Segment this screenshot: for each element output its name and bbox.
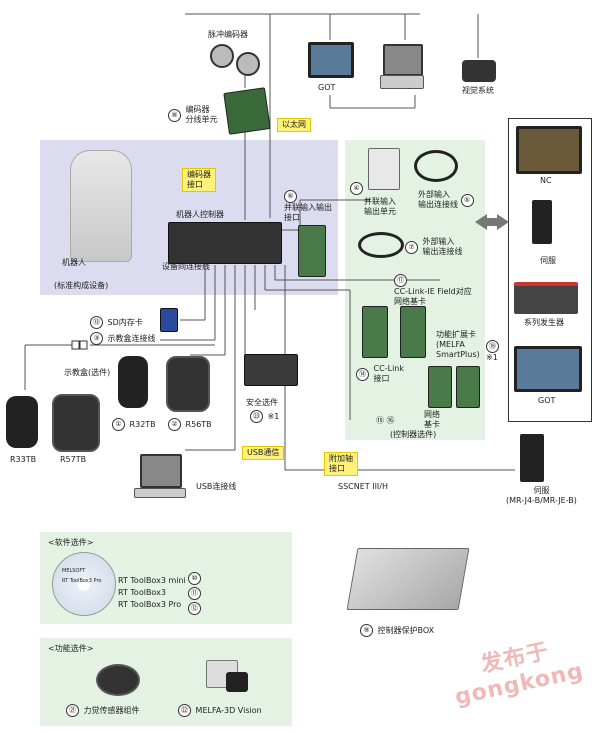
controller-box-label: ⑨ 控制器保护BOX [360,624,434,637]
nc-label: NC [540,176,552,185]
servo-right-label: 伺服 [540,256,556,265]
ctrl-opt-label: (控制器选件) [390,430,437,439]
ext-io-unit-label: ④ [350,182,365,195]
r32tb-device [118,356,148,408]
usb-cable-label: USB连接线 [196,482,237,491]
servo-bottom-label: 伺服 (MR-J4-B/MR-JE-B) [506,486,577,505]
ctrl-opt-nums-label: ⑮ ⑯ [376,416,395,425]
sw1-label: RT ToolBox3 mini [118,576,186,585]
ext-io-unit-device [368,148,400,190]
sscnet-label: SSCNET III/H [338,482,388,491]
force-sensor-label: ㉑ 力觉传感器组件 [66,704,140,717]
func-ext-num-label: ⑱ ※1 [486,340,499,362]
sw1-num: ⑩ [188,572,203,585]
parallel-io-card-device [298,225,326,277]
cclink-ie-card-device [400,306,426,358]
pulse-encoder-device [236,52,260,76]
sw3-num: ⑫ [188,602,203,615]
net-card-device [456,366,480,408]
pc-top-device [383,44,423,76]
inter-device-cable-label: 设备间连接线 [162,262,210,271]
r57tb-device [52,394,100,452]
r57tb-label: R57TB [60,455,87,464]
func-ext-card-label: 功能扩展卡 (MELFA SmartPlus) [436,330,480,359]
aux-axis-if-label: 附加轴 接口 [324,452,358,476]
cclink-label: ⑭ CC-Link 接口 [356,364,404,384]
ext-io-cable2-device [358,232,404,258]
teach-box-label: 示教盒(选件) [64,368,111,377]
safety-option-device [244,354,298,386]
safety-option-label: 安全选件 [246,398,278,407]
cd-text-label: RT ToolBox3 Pro [62,578,102,584]
function-options-title: <功能选件> [48,644,94,653]
pulse-encoder-label: 脉冲编码器 [208,30,248,39]
pulse-encoder-device [210,44,234,68]
software-cd-device [52,552,116,616]
parallel-io-label: ⑥ 并联输入输出 接口 [284,190,332,222]
servo-right-device [532,200,552,244]
standard-config-label: (标准构成设备) [54,281,109,290]
sequencer-device [514,282,578,314]
got-right-device [514,346,582,392]
vision-label: 视觉系统 [462,86,494,95]
pc-bottom-keyboard [134,488,186,498]
robot-controller-device [168,222,282,264]
usb-comm-label: USB通信 [242,446,285,460]
sequencer-label: 系列发生器 [524,318,564,327]
ext-io-cable2-label: ⑦ 外部输入 输出连接线 [405,237,463,257]
controller-box-device [346,548,470,610]
sw2-num: ⑪ [188,587,203,600]
teach-cable-label: ③ 示教盒连接线 [90,332,156,345]
r33tb-label: R33TB [10,455,37,464]
nc-device [516,126,582,174]
encoder-if-label: 编码器 接口 [182,168,216,192]
got-top-device [308,42,354,78]
vision3d-label: ㉒ MELFA-3D Vision [178,704,262,717]
r56tb-label: ② R56TB [168,418,212,431]
robot-arm-device [70,150,132,262]
robot-controller-label: 机器人控制器 [176,210,224,219]
safety-num-label: ㉓ ※1 [250,410,279,423]
servo-bottom-device [520,434,544,482]
ext-io-cable-device [414,150,458,182]
cd-brand-label: MELSOFT [62,568,86,574]
got-right-label: GOT [538,396,556,405]
encoder-splitter-device [223,87,271,135]
got-top-label: GOT [318,83,336,92]
pc-top-tower [380,75,424,89]
ext-io-cable-label: 外部输入 输出连接线 ⑤ [418,190,476,210]
r56tb-device [166,356,210,412]
force-sensor-device [96,664,140,696]
sw3-label: RT ToolBox3 Pro [118,600,182,609]
r32tb-label: ① R32TB [112,418,156,431]
vision3d-camera [226,672,248,692]
cclink-ie-label: ⑰ CC-Link-IE Field对应 网络基卡 [394,274,472,306]
function-options-panel [40,638,292,726]
software-options-title: <软件选件> [48,538,94,547]
ethernet-label: 以太网 [277,118,311,132]
robot-arm-label: 机器人 [62,258,86,267]
net-card-label: 网络 基卡 [424,410,440,429]
r33tb-device [6,396,38,448]
encoder-splitter-label: ⑧ 编码器 分线单元 [168,105,218,125]
net-card-device [428,366,452,408]
cclink-card-device [362,306,388,358]
pc-bottom-device [140,454,182,488]
ext-io-unit-text: 并联输入 输出单元 [364,197,396,216]
sd-card-device [160,308,178,332]
vision-camera-device [462,60,496,82]
sw2-label: RT ToolBox3 [118,588,166,597]
sd-card-label: ⑬ SD内存卡 [90,316,143,329]
